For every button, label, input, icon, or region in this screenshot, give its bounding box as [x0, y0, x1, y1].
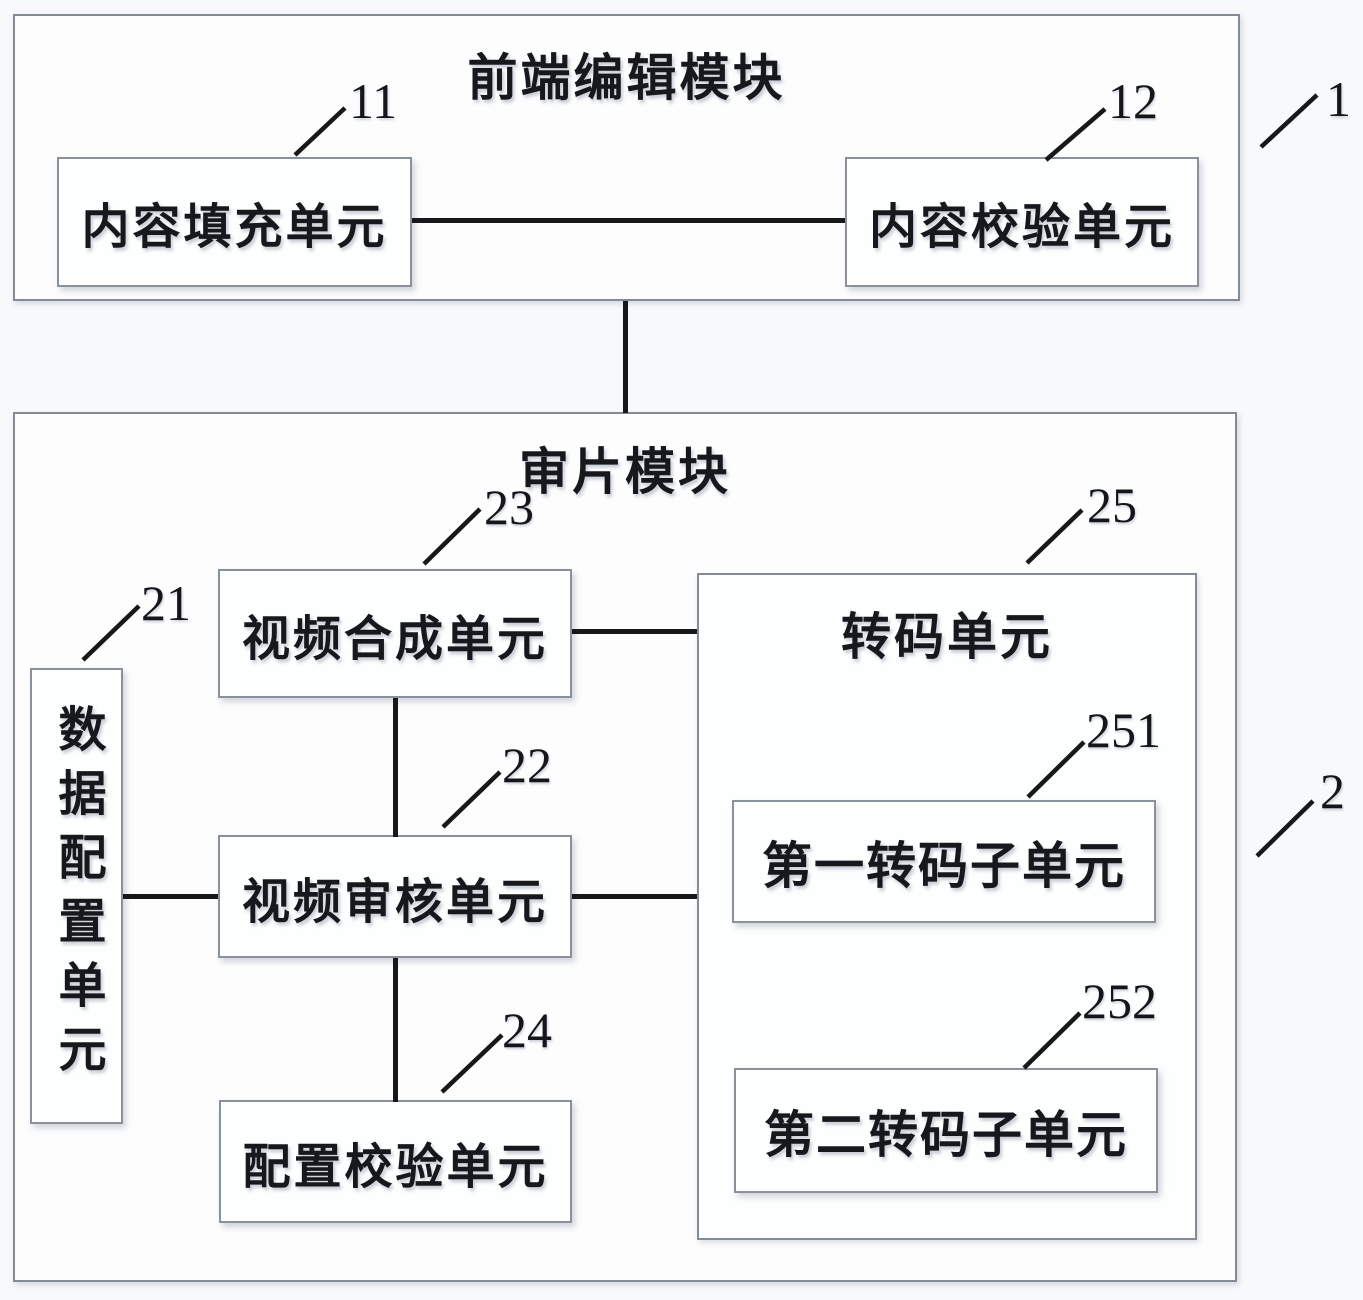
connector-unit23-unit25 — [572, 629, 697, 634]
box-video-synthesis-unit: 视频合成单元 — [218, 569, 572, 698]
data-config-unit-label: 数据配置单元 — [50, 704, 104, 1088]
box-second-transcoding-subunit: 第二转码子单元 — [734, 1068, 1158, 1193]
leader-line-1 — [1259, 93, 1319, 149]
config-check-unit-label: 配置校验单元 — [242, 1140, 549, 1194]
video-synthesis-unit-label: 视频合成单元 — [241, 612, 548, 666]
ref-251: 251 — [1086, 702, 1161, 758]
ref-24: 24 — [502, 1002, 552, 1058]
box-content-filling-unit: 内容填充单元 — [57, 157, 412, 287]
connector-unit21-unit22 — [123, 894, 218, 899]
content-filling-unit-label: 内容填充单元 — [81, 201, 388, 254]
ref-11: 11 — [349, 73, 398, 129]
connector-unit22-unit25 — [572, 894, 697, 899]
module-film-review-title: 审片模块 — [519, 444, 731, 500]
first-transcoding-subunit-label: 第一转码子单元 — [762, 837, 1126, 894]
ref-25: 25 — [1087, 477, 1137, 533]
ref-2: 2 — [1320, 763, 1345, 819]
box-data-config-unit: 数据配置单元 — [30, 668, 123, 1124]
box-config-check-unit: 配置校验单元 — [219, 1100, 572, 1223]
leader-line-2 — [1255, 799, 1315, 858]
second-transcoding-subunit-label: 第二转码子单元 — [764, 1106, 1128, 1163]
transcoding-unit-title: 转码单元 — [841, 609, 1053, 665]
module-frontend-editing-title: 前端编辑模块 — [467, 50, 786, 106]
ref-1: 1 — [1326, 71, 1351, 127]
connector-module1-module2 — [623, 301, 628, 413]
video-review-unit-label: 视频审核单元 — [241, 875, 548, 929]
connector-unit22-unit24 — [393, 958, 398, 1102]
box-content-check-unit: 内容校验单元 — [845, 157, 1199, 287]
content-check-unit-label: 内容校验单元 — [868, 201, 1175, 254]
box-video-review-unit: 视频审核单元 — [218, 835, 572, 958]
ref-252: 252 — [1082, 973, 1157, 1029]
ref-23: 23 — [484, 479, 534, 535]
connector-unit11-unit12 — [412, 218, 845, 223]
ref-21: 21 — [141, 575, 191, 631]
ref-12: 12 — [1108, 73, 1158, 129]
connector-unit23-unit22 — [393, 698, 398, 837]
ref-22: 22 — [502, 737, 552, 793]
box-first-transcoding-subunit: 第一转码子单元 — [732, 800, 1156, 923]
